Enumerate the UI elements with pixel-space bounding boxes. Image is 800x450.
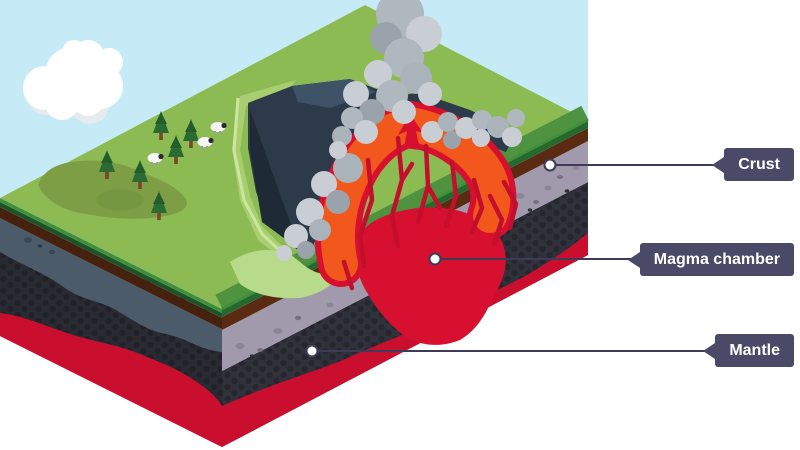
label-mantle-text: Mantle — [729, 342, 780, 359]
smoke-trail — [276, 153, 363, 261]
smoke-row — [421, 109, 525, 149]
grass-light-wedge — [230, 250, 342, 299]
label-mantle: Mantle — [703, 334, 794, 367]
vent-arrow — [398, 114, 423, 150]
ash-plume — [329, 0, 442, 159]
cloud-small — [62, 40, 123, 76]
lava-veins — [341, 135, 519, 291]
sky — [0, 0, 588, 198]
callout-dot-crust — [543, 158, 557, 172]
label-crust: Crust — [712, 148, 794, 181]
crust-right-speckles — [235, 165, 580, 358]
label-magma-chamber-text: Magma chamber — [653, 251, 780, 268]
callout-dot-mantle — [305, 344, 319, 358]
grass-edge-left — [0, 198, 222, 313]
magma-chamber — [356, 207, 506, 345]
crust-layer-left — [0, 218, 222, 352]
label-magma-chamber: Magma chamber — [627, 243, 794, 276]
crater-rim-highlight — [230, 80, 342, 299]
label-crust-text: Crust — [738, 156, 780, 173]
soil-layer-left — [0, 207, 222, 329]
callout-dot-magma-chamber — [428, 252, 442, 266]
molten-base-layer — [0, 233, 588, 447]
grass-edge-left-dark — [0, 202, 222, 318]
grass-patch-inner — [96, 189, 144, 211]
